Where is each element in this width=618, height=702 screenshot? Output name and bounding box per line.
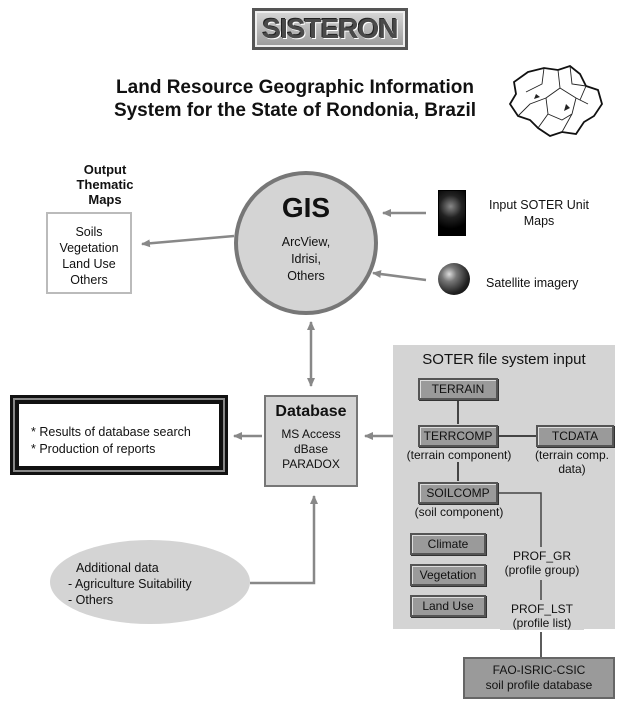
gis-title: GIS	[281, 192, 331, 223]
results-box: * Results of database search * Productio…	[10, 395, 228, 475]
soilcomp-caption: (soil component)	[414, 505, 504, 519]
title-line-2: System for the State of Rondonia, Brazil	[113, 100, 477, 121]
output-item: Others	[70, 273, 108, 287]
additional-item: - Others	[68, 593, 114, 607]
results-item: * Results of database search	[31, 425, 191, 439]
gis-item: ArcView,	[281, 235, 331, 249]
arrow-gis-to-output	[141, 234, 235, 248]
database-box: Database MS Access dBase PARADOX	[264, 395, 358, 487]
output-heading-line-3: Maps	[88, 192, 122, 207]
additional-data-node: Additional data - Agriculture Suitabilit…	[58, 560, 258, 608]
terrcomp-caption: (terrain component)	[406, 448, 512, 462]
soter-maps-icon	[438, 190, 466, 236]
land-use-node: Land Use	[410, 595, 486, 617]
database-software-list: MS Access dBase PARADOX	[266, 427, 356, 472]
gis-node: GIS ArcView, Idrisi, Others	[236, 192, 376, 285]
output-item: Vegetation	[59, 241, 119, 255]
fao-line-2: soil profile database	[485, 678, 593, 692]
additional-item: - Agriculture Suitability	[68, 577, 192, 591]
gis-circle	[234, 171, 378, 315]
gis-item: Idrisi,	[291, 252, 321, 266]
results-item: * Production of reports	[31, 442, 156, 456]
input-soter-maps-line-1: Input SOTER Unit	[488, 198, 590, 212]
output-item: Soils	[75, 225, 103, 239]
fao-line-1: FAO-ISRIC-CSIC	[492, 663, 586, 677]
prof-gr-node: PROF_GR (profile group)	[500, 549, 584, 577]
input-soter-maps-label: Input SOTER Unit Maps	[484, 197, 594, 229]
prof-gr-label: PROF_GR	[512, 549, 571, 563]
output-maps-heading: Output Thematic Maps	[60, 162, 150, 207]
soter-title: SOTER file system input	[422, 351, 586, 368]
gis-software-list: ArcView, Idrisi, Others	[236, 234, 376, 285]
terrain-node: TERRAIN	[418, 378, 498, 400]
input-soter-maps-line-2: Maps	[523, 214, 555, 228]
database-item: dBase	[293, 442, 329, 456]
prof-gr-caption: (profile group)	[504, 563, 580, 577]
gis-item: Others	[287, 269, 325, 283]
vegetation-node: Vegetation	[410, 564, 486, 586]
output-item: Land Use	[62, 257, 116, 271]
additional-title: Additional data	[76, 561, 159, 575]
title-line-1: Land Resource Geographic Information	[116, 77, 474, 98]
database-title: Database	[275, 403, 347, 420]
additional-data-ellipse	[50, 540, 250, 624]
soilcomp-node: SOILCOMP	[418, 482, 498, 504]
database-item: MS Access	[281, 427, 341, 441]
connector-soilcomp-profgr	[497, 492, 542, 547]
tcdata-caption: (terrain comp. data)	[526, 448, 618, 476]
sisteron-logo: SISTERON	[252, 8, 408, 50]
tcdata-caption-line-2: data)	[558, 462, 586, 476]
prof-lst-label: PROF_LST	[510, 602, 573, 616]
prof-lst-caption: (profile list)	[512, 616, 572, 630]
output-maps-box: Soils Vegetation Land Use Others	[46, 212, 132, 294]
fao-soil-profile-database: FAO-ISRIC-CSIC soil profile database	[463, 657, 615, 699]
logo-text: SISTERON	[262, 13, 398, 44]
output-heading-line-2: Thematic	[76, 177, 134, 192]
arrow-satellite-to-gis	[372, 270, 427, 282]
satellite-label: Satellite imagery	[486, 276, 579, 290]
climate-node: Climate	[410, 533, 486, 555]
database-item: PARADOX	[282, 457, 340, 471]
rondonia-map-icon	[508, 64, 603, 137]
arrow-additional-to-database	[250, 495, 318, 585]
output-heading-line-1: Output	[83, 162, 127, 177]
tcdata-caption-line-1: (terrain comp.	[534, 448, 610, 462]
prof-lst-node: PROF_LST (profile list)	[500, 602, 584, 630]
terrcomp-node: TERRCOMP	[418, 425, 498, 447]
tcdata-node: TCDATA	[536, 425, 614, 447]
page-title: Land Resource Geographic Information Sys…	[70, 76, 520, 122]
satellite-icon	[438, 263, 470, 295]
